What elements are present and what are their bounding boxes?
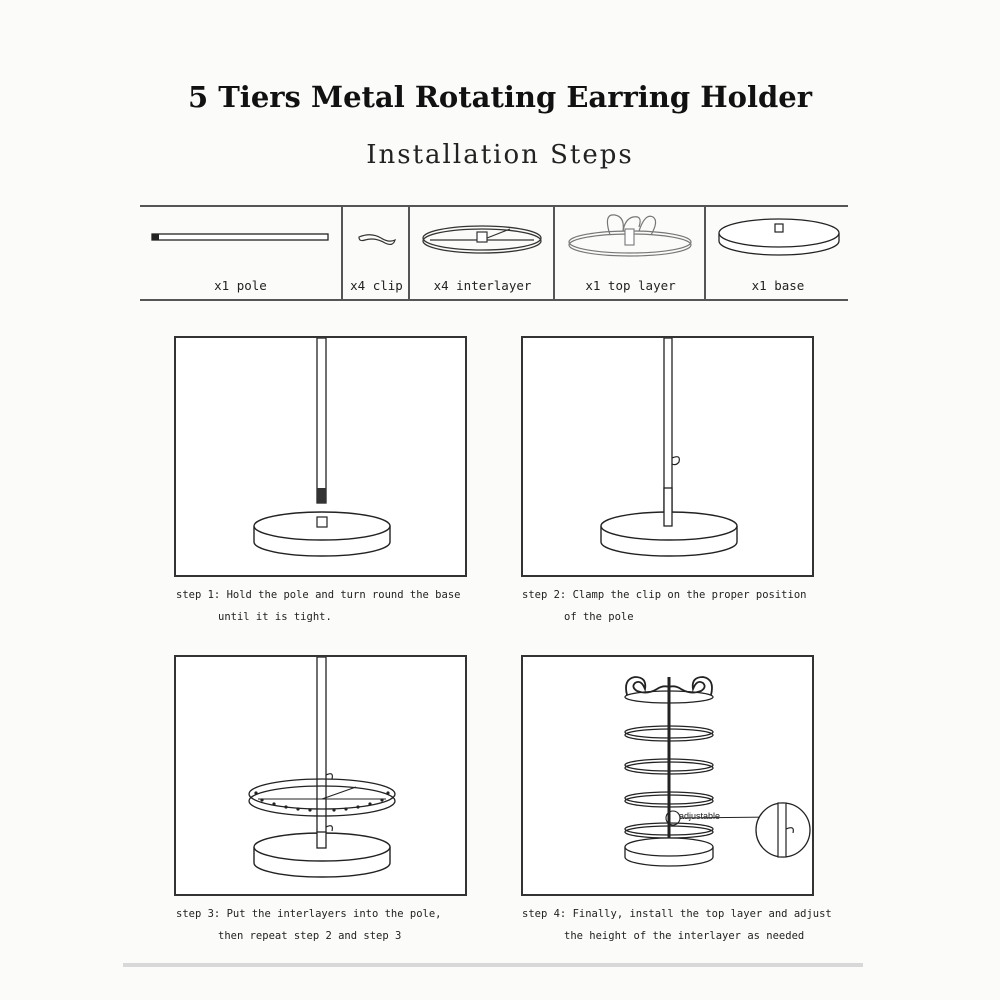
- part-label: x4 clip: [350, 278, 403, 293]
- base-icon: [718, 218, 840, 256]
- step-1-caption: step 1: Hold the pole and turn round the…: [176, 589, 461, 623]
- step-1-illustration: [174, 336, 467, 577]
- step-4-caption: step 4: Finally, install the top layer a…: [522, 908, 832, 942]
- part-label: x1 base: [751, 278, 805, 293]
- page-title: 5 Tiers Metal Rotating Earring Holder: [187, 80, 813, 114]
- step-3-illustration: [174, 655, 467, 896]
- parts-list: x1 pole x4 clip x4 interlayer x1 top lay…: [140, 205, 848, 301]
- page-subtitle: Installation Steps: [366, 140, 634, 170]
- part-pole: x1 pole: [140, 207, 341, 299]
- bottom-divider: [123, 963, 863, 967]
- part-label: x1 top layer: [585, 278, 676, 293]
- step-2-illustration: [521, 336, 814, 577]
- pole-icon: [151, 233, 329, 241]
- clip-icon: [358, 234, 396, 246]
- part-clip: x4 clip: [341, 207, 410, 299]
- step-2-caption: step 2: Clamp the clip on the proper pos…: [522, 589, 807, 623]
- part-top-layer: x1 top layer: [553, 207, 706, 299]
- interlayer-icon: [422, 225, 542, 254]
- part-interlayer: x4 interlayer: [408, 207, 555, 299]
- part-label: x1 pole: [214, 278, 267, 293]
- adjustable-callout: adjustable: [679, 811, 720, 821]
- part-base: x1 base: [704, 207, 850, 299]
- top-layer-icon: [568, 214, 692, 257]
- step-4-illustration: adjustable: [521, 655, 814, 896]
- step-3-caption: step 3: Put the interlayers into the pol…: [176, 908, 442, 942]
- part-label: x4 interlayer: [433, 278, 532, 293]
